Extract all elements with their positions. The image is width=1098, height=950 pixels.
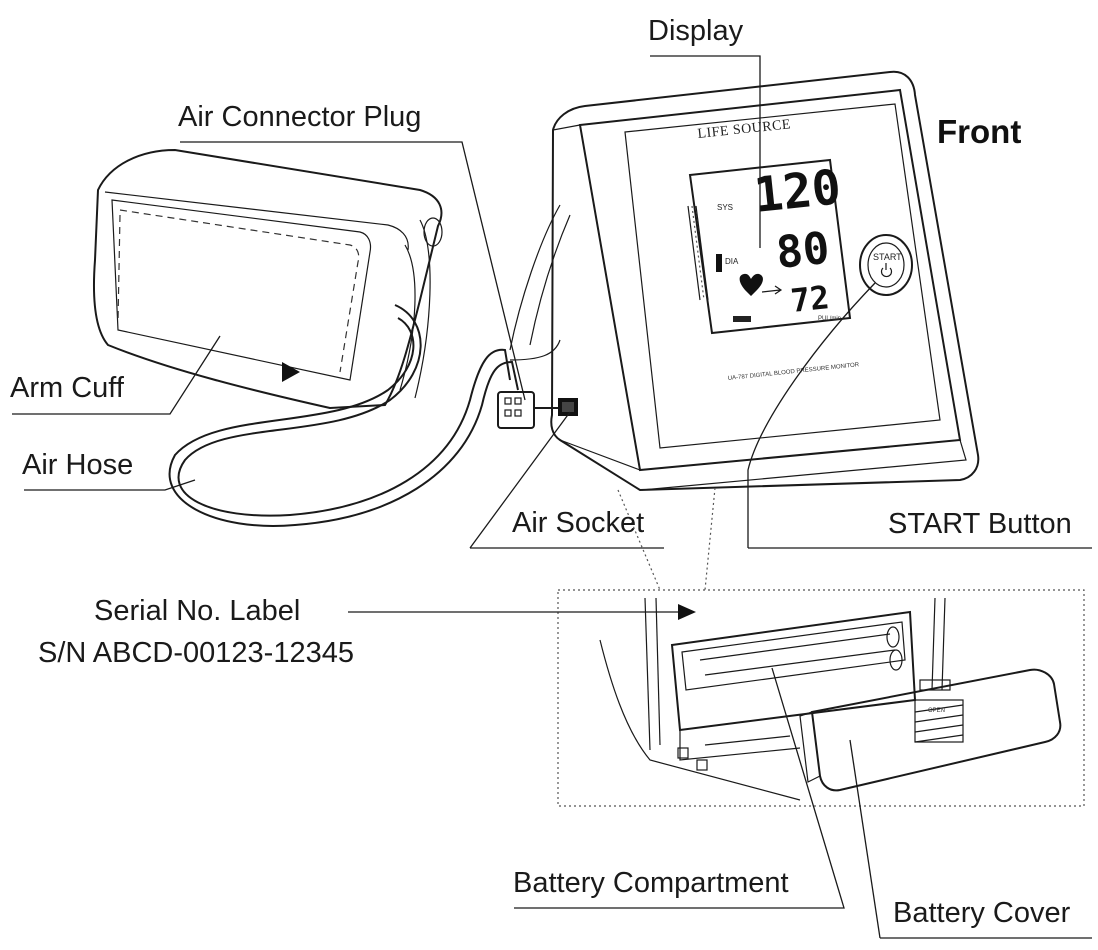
model-text: UA-787 DIGITAL BLOOD PRESSURE MONITOR	[728, 362, 860, 382]
label-air-hose: Air Hose	[22, 449, 133, 481]
lcd-display: SYS DIA 120 80 72 PUL/min	[688, 158, 852, 335]
serial-arrow-icon	[678, 604, 696, 620]
label-serial-number: S/N ABCD-00123-12345	[38, 637, 354, 669]
air-socket	[558, 398, 578, 416]
label-air-socket: Air Socket	[512, 507, 644, 539]
battery-compartment	[670, 610, 917, 771]
label-serial-no: Serial No. Label	[94, 595, 300, 627]
lcd-systolic-value: 120	[751, 159, 843, 224]
cover-open-text: OPEN	[928, 708, 945, 714]
heart-icon	[739, 273, 763, 296]
air-hose	[168, 304, 561, 527]
lcd-dia-label: DIA	[725, 257, 739, 266]
start-button[interactable]: START	[859, 234, 913, 296]
lcd-pulse-unit: PUL/min	[818, 316, 841, 322]
arm-cuff	[92, 148, 443, 410]
power-icon	[880, 263, 893, 278]
cover-latch-icon	[914, 699, 964, 743]
label-start-button: START Button	[888, 508, 1072, 540]
label-air-connector-plug: Air Connector Plug	[178, 101, 421, 133]
monitor-unit: LIFE SOURCE SYS DIA 120 80 72 PUL/min UA…	[509, 70, 980, 492]
arm-cuff-arrow-icon	[282, 362, 300, 382]
label-battery-compartment: Battery Compartment	[513, 867, 789, 899]
battery-inset: OPEN	[348, 487, 1085, 807]
lcd-pulse-value: 72	[789, 278, 831, 320]
lcd-diastolic-value: 80	[774, 223, 832, 279]
lcd-sys-label: SYS	[717, 203, 733, 212]
battery-cover: OPEN	[799, 668, 1062, 792]
label-arm-cuff: Arm Cuff	[10, 372, 125, 404]
indicator-scale	[687, 205, 709, 301]
label-display: Display	[648, 15, 744, 47]
start-button-text: START	[873, 252, 902, 262]
label-battery-cover: Battery Cover	[893, 897, 1071, 929]
air-connector-plug	[497, 391, 560, 429]
brand-logo: LIFE SOURCE	[697, 117, 792, 142]
label-front: Front	[937, 113, 1021, 150]
